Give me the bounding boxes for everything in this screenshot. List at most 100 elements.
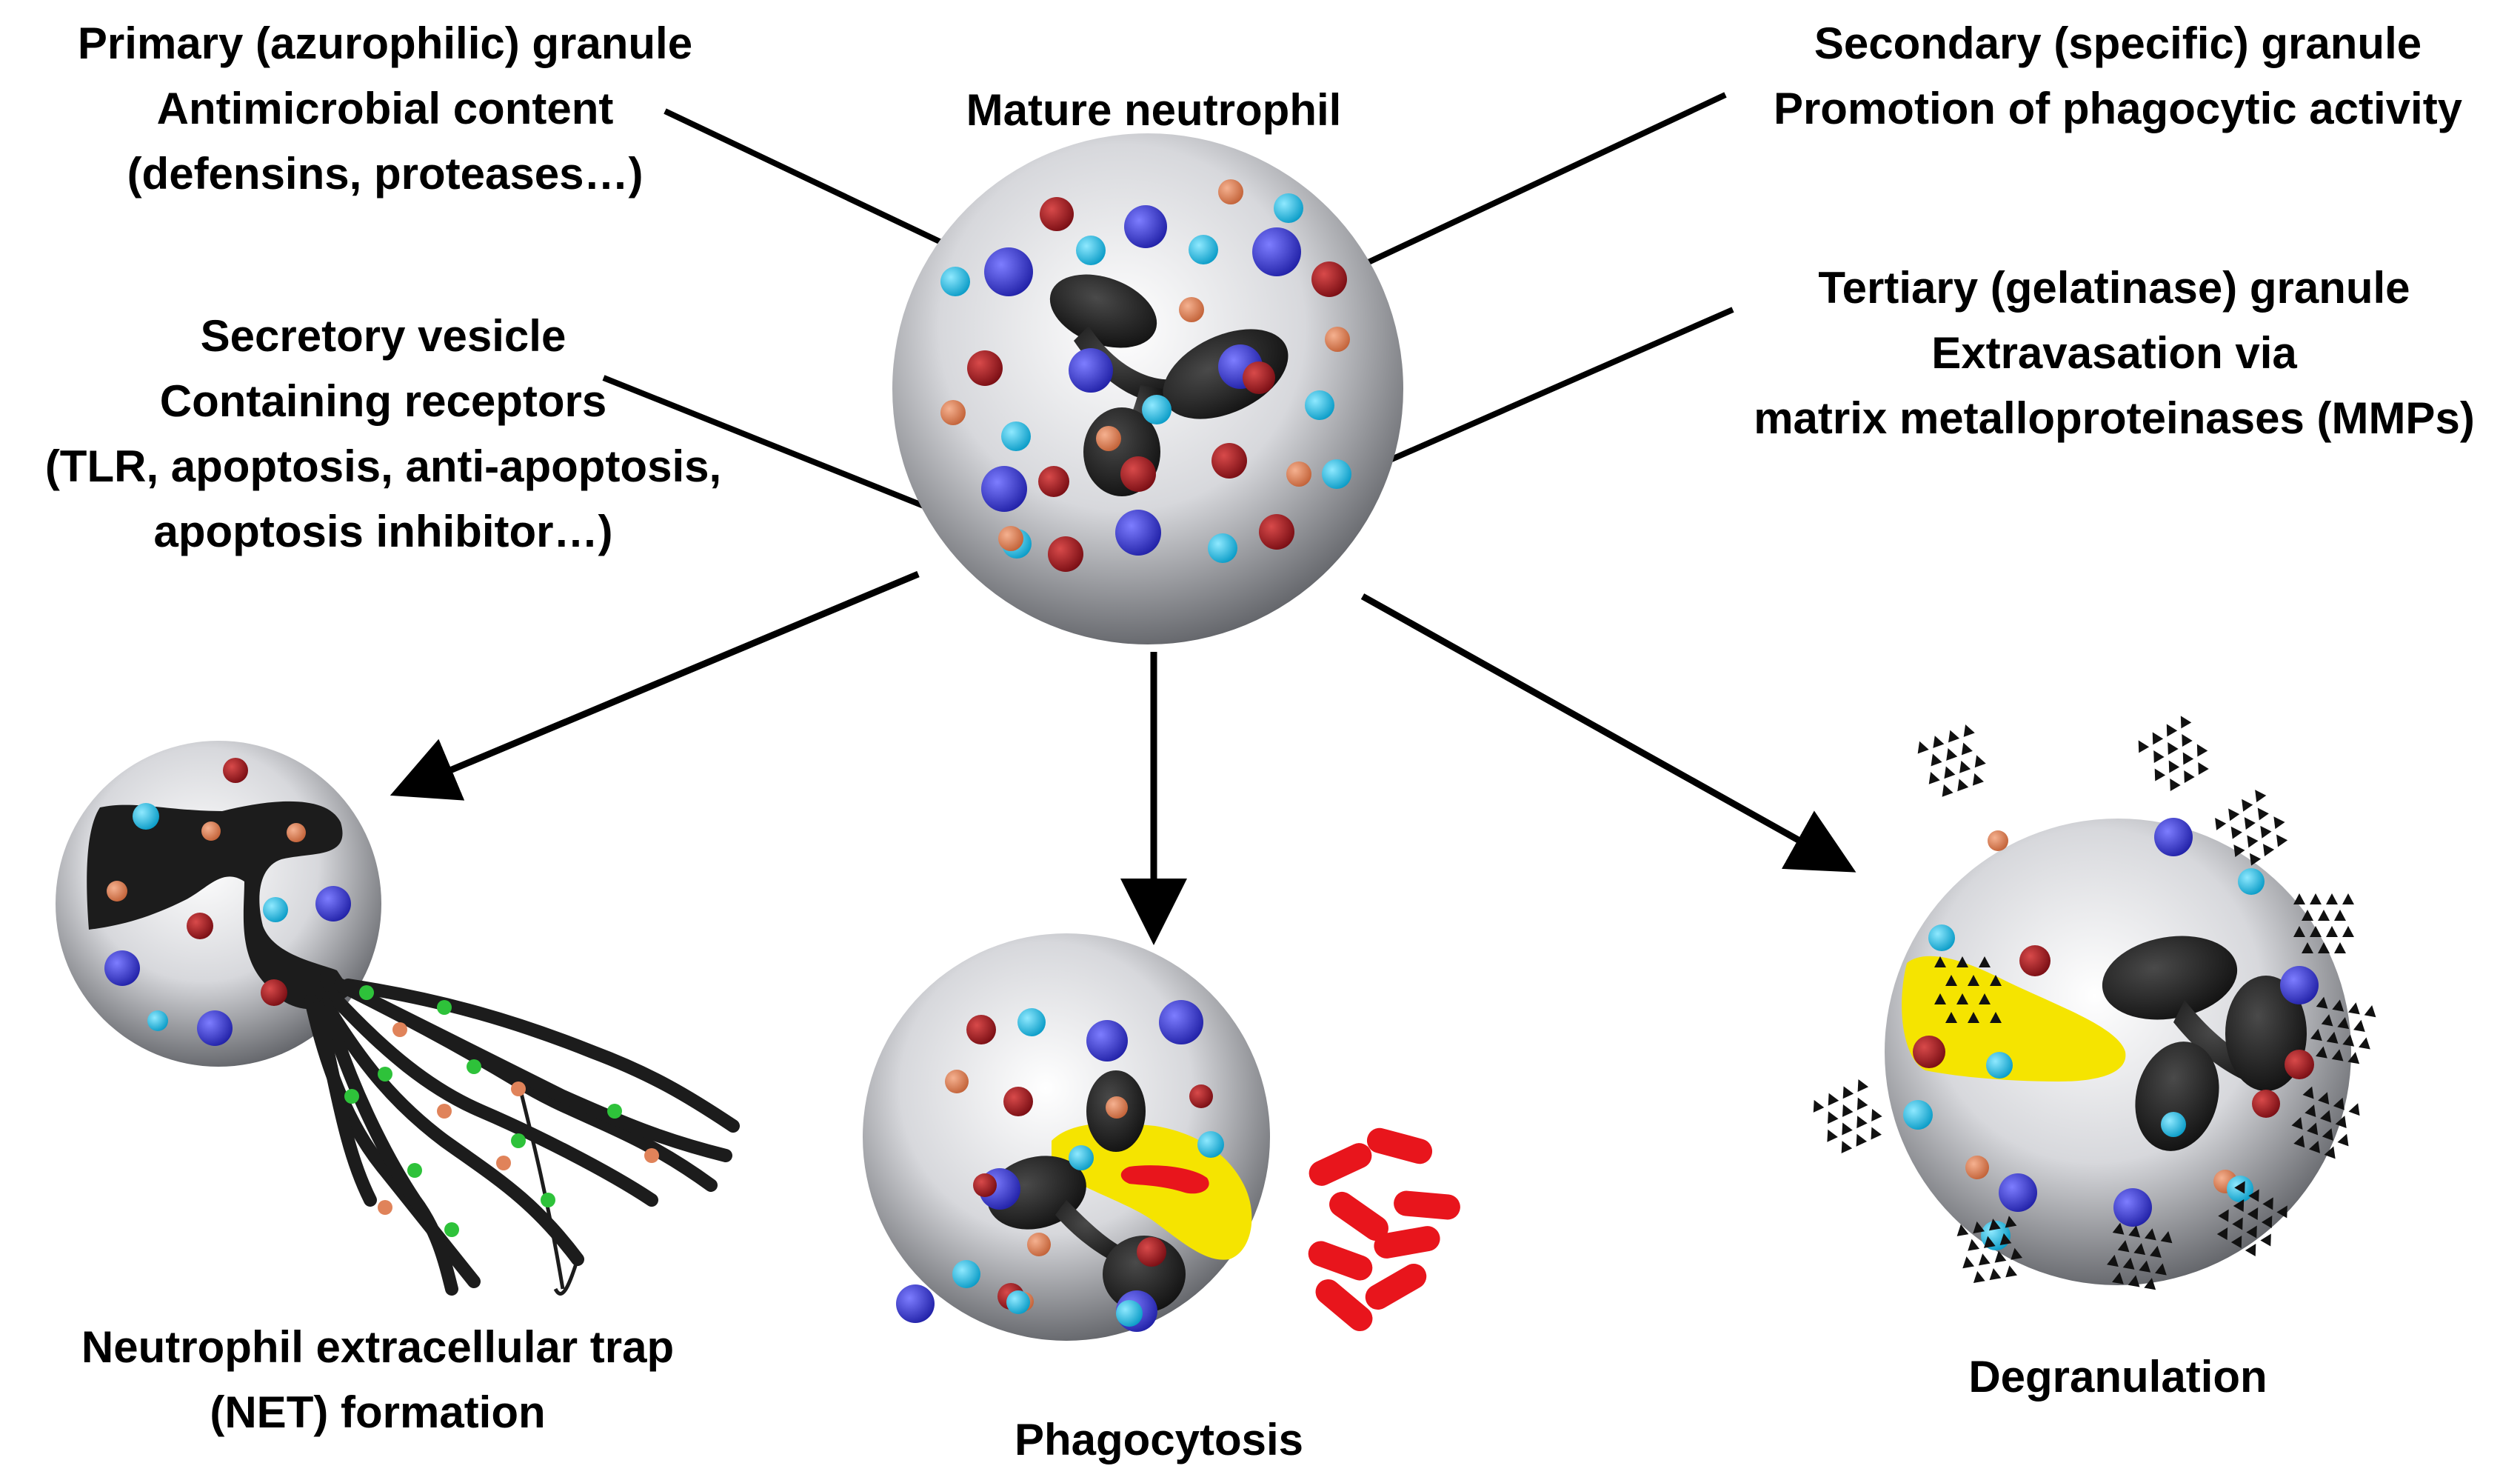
mediator-triangle xyxy=(1940,764,1956,779)
tertiary-detail: matrix metalloproteinases (MMPs) xyxy=(1754,393,2475,443)
mediator-triangle xyxy=(2342,893,2354,904)
mediator-triangle xyxy=(1959,722,1975,737)
mediator-triangle xyxy=(1955,759,1971,773)
mediator-triangle xyxy=(1987,1267,2002,1281)
mediator-triangle xyxy=(2133,737,2150,753)
label-degranulation: Degranulation xyxy=(1896,1344,2340,1410)
mediator-triangle xyxy=(1866,1124,1882,1140)
mediator-triangle xyxy=(2223,804,2240,822)
mediator-triangle xyxy=(2364,1004,2379,1018)
net-title: Neutrophil extracellular trap xyxy=(81,1322,675,1372)
secretory-detail-2: apoptosis inhibitor…) xyxy=(153,507,613,556)
mediator-triangle xyxy=(2239,813,2256,830)
mediator-triangle xyxy=(1823,1090,1839,1106)
mediator-triangle xyxy=(1938,782,1953,797)
mediator-triangle xyxy=(1866,1106,1882,1122)
tertiary-title: Tertiary (gelatinase) granule xyxy=(1818,263,2410,313)
mediator-triangle xyxy=(2334,942,2346,953)
mediator-triangle xyxy=(1960,1255,1975,1269)
label-tertiary-granule: Tertiary (gelatinase) granule Extravasat… xyxy=(1711,256,2518,451)
mediator-triangle xyxy=(2003,1264,2017,1278)
released-granules xyxy=(1988,818,2265,895)
arrows xyxy=(390,570,1856,945)
mediator-triangle xyxy=(2326,926,2338,937)
mediator-triangle xyxy=(2268,813,2285,830)
phagocytosis-title: Phagocytosis xyxy=(1014,1415,1304,1464)
mediator-triangle xyxy=(1914,739,1929,754)
mediator-triangle xyxy=(1808,1097,1825,1113)
net-bound-granules xyxy=(344,985,659,1237)
mediator-triangle xyxy=(1836,1138,1853,1154)
mediator-triangle xyxy=(2271,830,2288,847)
degran-granules xyxy=(1903,924,2319,1250)
mediator-triangle xyxy=(2326,893,2338,904)
mediator-triangle xyxy=(1822,1127,1838,1142)
mediator-triangle xyxy=(2175,713,2192,729)
phagocytosis-cell xyxy=(863,933,1270,1341)
label-net-formation: Neutrophil extracellular trap (NET) form… xyxy=(30,1315,726,1445)
mediator-cluster xyxy=(1914,722,1986,797)
mediator-triangle xyxy=(1957,740,1973,756)
mediator-triangle xyxy=(2179,767,2195,784)
tertiary-granules xyxy=(940,193,1351,563)
secondary-granules xyxy=(967,197,1347,572)
net-formation-cell xyxy=(56,741,740,1296)
mediator-triangle xyxy=(2147,729,2164,745)
mediator-triangle xyxy=(2250,786,2267,803)
mediator-triangle xyxy=(1976,1252,1991,1266)
label-secondary-granule: Secondary (specific) granule Promotion o… xyxy=(1722,11,2514,141)
bacteria-cluster xyxy=(1308,1127,1460,1331)
mediator-triangle xyxy=(2342,926,2354,937)
connector-secondary xyxy=(1357,92,1727,270)
mature-title: Mature neutrophil xyxy=(966,85,1342,135)
mediator-triangle xyxy=(2148,747,2165,763)
mediator-triangle xyxy=(2258,840,2275,857)
degranulation-cell xyxy=(1885,818,2351,1285)
mediator-triangle xyxy=(2236,796,2253,812)
secondary-title: Secondary (specific) granule xyxy=(1814,19,2422,68)
mediator-cluster xyxy=(2133,713,2209,792)
mediator-triangle xyxy=(1836,1120,1853,1136)
mediator-triangle xyxy=(2210,814,2227,830)
mediator-triangle xyxy=(1965,1238,1980,1251)
label-secretory-vesicle: Secretory vesicle Containing receptors (… xyxy=(0,304,766,564)
chromatin-strands xyxy=(304,971,740,1296)
connector-tertiary xyxy=(1365,307,1734,473)
primary-function: Antimicrobial content xyxy=(156,84,614,133)
mediator-triangle xyxy=(1925,770,1940,784)
mature-neutrophil-cell xyxy=(892,133,1403,644)
secretory-detail-1: (TLR, apoptosis, anti-apoptosis, xyxy=(44,441,722,491)
net-subtitle: (NET) formation xyxy=(210,1387,546,1437)
primary-title: Primary (azurophilic) granule xyxy=(77,19,693,68)
mediator-triangle xyxy=(1927,751,1942,767)
mediator-triangle xyxy=(1851,1131,1868,1147)
arrow-to-net xyxy=(390,570,920,801)
mediator-triangle xyxy=(2359,1036,2373,1050)
label-phagocytosis: Phagocytosis xyxy=(937,1407,1381,1473)
engulfed-bacterium xyxy=(1120,1165,1209,1194)
phago-granules xyxy=(896,1000,1224,1332)
mediator-triangle xyxy=(1942,746,1958,761)
mediator-triangle xyxy=(2318,910,2330,921)
mediator-triangle xyxy=(2353,1019,2367,1032)
mediator-triangle xyxy=(1837,1102,1854,1117)
phagosome xyxy=(1052,1123,1252,1260)
mediator-triangle xyxy=(2293,893,2305,904)
mediator-triangle xyxy=(2334,910,2346,921)
mediator-triangle xyxy=(1852,1095,1868,1110)
label-primary-granule: Primary (azurophilic) granule Antimicrob… xyxy=(30,11,741,207)
mediator-triangle xyxy=(2177,749,2194,765)
mediator-triangle xyxy=(2193,759,2209,776)
mediator-triangle xyxy=(2163,757,2180,773)
mediator-triangle xyxy=(2337,1131,2353,1147)
label-mature-neutrophil: Mature neutrophil xyxy=(858,78,1450,143)
mediator-triangle xyxy=(2149,765,2166,782)
mediator-triangle xyxy=(1853,1076,1869,1092)
mediator-triangle xyxy=(2161,721,2178,737)
secondary-function: Promotion of phagocytic activity xyxy=(1773,84,2463,133)
mediator-triangle xyxy=(1929,733,1945,748)
mediator-triangle xyxy=(2310,893,2322,904)
net-granules xyxy=(104,758,351,1046)
mediator-triangle xyxy=(1851,1113,1868,1129)
